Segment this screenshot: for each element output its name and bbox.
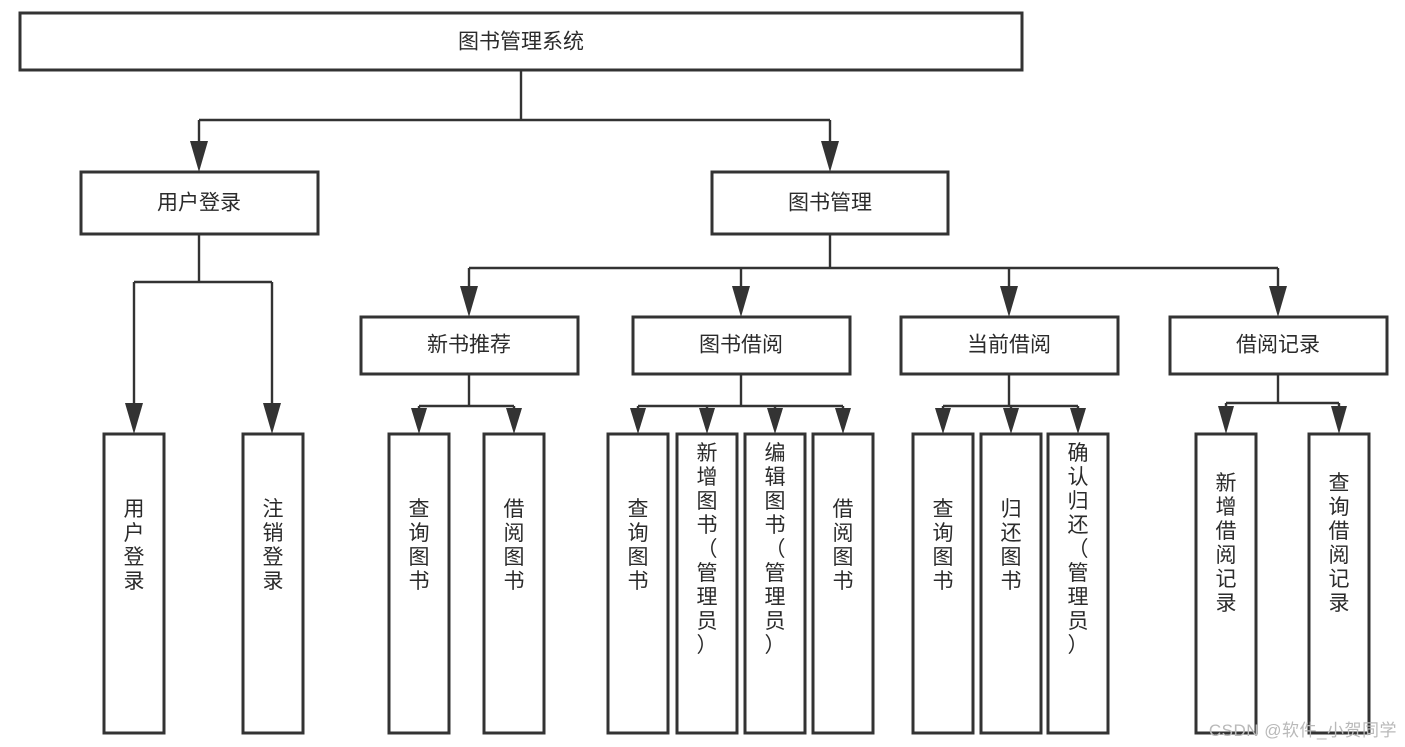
node-leaf-return-book-label: 归还图书 xyxy=(1001,498,1022,593)
node-leaf-query-borrow-record-label: 查询借阅记录 xyxy=(1329,472,1350,615)
node-user-login[interactable]: 用户登录 xyxy=(79,170,320,236)
node-leaf-query-book-current-box[interactable] xyxy=(911,432,975,735)
node-leaf-confirm-return-admin[interactable]: 确认归还（管理员） xyxy=(1046,432,1110,735)
node-book-management-label: 图书管理 xyxy=(788,192,872,215)
node-leaf-query-book-current[interactable]: 查询图书 xyxy=(911,432,975,735)
arrow-current-borrow-leaf-3 xyxy=(1070,408,1086,434)
arrow-to-borrow-record xyxy=(1269,286,1287,317)
node-book-borrow-label: 图书借阅 xyxy=(699,334,783,357)
node-current-borrow-label: 当前借阅 xyxy=(967,334,1051,357)
node-leaf-return-book[interactable]: 归还图书 xyxy=(979,432,1043,735)
arrow-current-borrow-leaf-2 xyxy=(1003,408,1019,434)
node-leaf-add-book-admin-label: 新增图书（管理员） xyxy=(697,442,718,657)
node-leaf-logout-box[interactable] xyxy=(241,432,305,735)
node-leaf-add-book-admin-box[interactable] xyxy=(675,432,739,735)
node-root-label: 图书管理系统 xyxy=(458,31,584,54)
node-leaf-user-login-box[interactable] xyxy=(102,432,166,735)
node-leaf-borrow-book-recommend[interactable]: 借阅图书 xyxy=(482,432,546,735)
node-leaf-edit-book-admin-box[interactable] xyxy=(743,432,807,735)
arrow-current-borrow-leaf-1 xyxy=(935,408,951,434)
arrow-user-login-leaf-2 xyxy=(263,403,281,434)
arrow-root-to-book-manage xyxy=(821,141,839,172)
arrow-book-borrow-leaf-1 xyxy=(630,408,646,434)
node-borrow-record-label: 借阅记录 xyxy=(1236,334,1320,357)
node-leaf-logout-label: 注销登录 xyxy=(263,498,284,593)
node-leaf-borrow-book-recommend-box[interactable] xyxy=(482,432,546,735)
node-leaf-query-book-current-label: 查询图书 xyxy=(933,498,954,593)
node-leaf-query-book-borrow[interactable]: 查询图书 xyxy=(606,432,670,735)
arrow-book-borrow-leaf-4 xyxy=(835,408,851,434)
node-leaf-query-borrow-record-box[interactable] xyxy=(1307,432,1371,735)
node-leaf-return-book-box[interactable] xyxy=(979,432,1043,735)
node-book-management-box[interactable] xyxy=(710,170,950,236)
node-leaf-borrow-book-label: 借阅图书 xyxy=(833,498,854,593)
node-leaf-edit-book-admin[interactable]: 编辑图书（管理员） xyxy=(743,432,807,735)
arrow-to-new-book-recommend xyxy=(460,286,478,317)
node-new-book-recommend-label: 新书推荐 xyxy=(427,334,511,357)
node-leaf-user-login-label: 用户登录 xyxy=(124,498,145,593)
node-leaf-query-book-borrow-box[interactable] xyxy=(606,432,670,735)
node-leaf-query-borrow-record[interactable]: 查询借阅记录 xyxy=(1307,432,1371,735)
arrow-to-current-borrow xyxy=(1000,286,1018,317)
node-leaf-confirm-return-admin-box[interactable] xyxy=(1046,432,1110,735)
arrow-book-borrow-leaf-3 xyxy=(767,408,783,434)
node-leaf-query-book-recommend-box[interactable] xyxy=(387,432,451,735)
arrow-borrow-record-leaf-2 xyxy=(1331,406,1347,434)
node-leaf-add-borrow-record-label: 新增借阅记录 xyxy=(1216,472,1237,615)
node-leaf-logout[interactable]: 注销登录 xyxy=(241,432,305,735)
node-leaf-query-book-recommend-label: 查询图书 xyxy=(409,498,430,593)
node-user-login-label: 用户登录 xyxy=(157,192,241,215)
arrow-new-book-leaf-2 xyxy=(506,408,522,434)
node-book-management[interactable]: 图书管理 xyxy=(710,170,950,236)
arrow-book-borrow-leaf-2 xyxy=(699,408,715,434)
node-current-borrow-box[interactable] xyxy=(899,315,1120,376)
connectors-layer xyxy=(125,70,1347,434)
arrow-root-to-user-login xyxy=(190,141,208,172)
node-leaf-add-borrow-record-box[interactable] xyxy=(1194,432,1258,735)
arrow-borrow-record-leaf-1 xyxy=(1218,406,1234,434)
node-borrow-record-box[interactable] xyxy=(1168,315,1389,376)
node-current-borrow[interactable]: 当前借阅 xyxy=(899,315,1120,376)
node-leaf-add-borrow-record[interactable]: 新增借阅记录 xyxy=(1194,432,1258,735)
node-new-book-recommend[interactable]: 新书推荐 xyxy=(359,315,580,376)
node-leaf-borrow-book-recommend-label: 借阅图书 xyxy=(504,498,525,593)
arrow-new-book-leaf-1 xyxy=(411,408,427,434)
node-leaf-add-book-admin[interactable]: 新增图书（管理员） xyxy=(675,432,739,735)
node-root-book-management-system[interactable]: 图书管理系统 xyxy=(18,11,1024,72)
node-leaf-query-book-recommend[interactable]: 查询图书 xyxy=(387,432,451,735)
csdn-watermark: CSDN @软件_小贺同学 xyxy=(1208,721,1397,740)
arrow-user-login-leaf-1 xyxy=(125,403,143,434)
node-leaf-query-book-borrow-label: 查询图书 xyxy=(628,498,649,593)
node-borrow-record[interactable]: 借阅记录 xyxy=(1168,315,1389,376)
node-new-book-recommend-box[interactable] xyxy=(359,315,580,376)
node-book-borrow[interactable]: 图书借阅 xyxy=(631,315,852,376)
node-leaf-borrow-book[interactable]: 借阅图书 xyxy=(811,432,875,735)
node-leaf-borrow-book-box[interactable] xyxy=(811,432,875,735)
node-leaf-confirm-return-admin-label: 确认归还（管理员） xyxy=(1068,442,1089,657)
node-leaf-edit-book-admin-label: 编辑图书（管理员） xyxy=(765,442,786,657)
nodes-layer: 图书管理系统 用户登录 图书管理 新书推荐 图书借阅 当前 xyxy=(18,11,1389,735)
arrow-to-book-borrow xyxy=(732,286,750,317)
node-book-borrow-box[interactable] xyxy=(631,315,852,376)
node-user-login-box[interactable] xyxy=(79,170,320,236)
node-root-box[interactable] xyxy=(18,11,1024,72)
node-leaf-user-login[interactable]: 用户登录 xyxy=(102,432,166,735)
